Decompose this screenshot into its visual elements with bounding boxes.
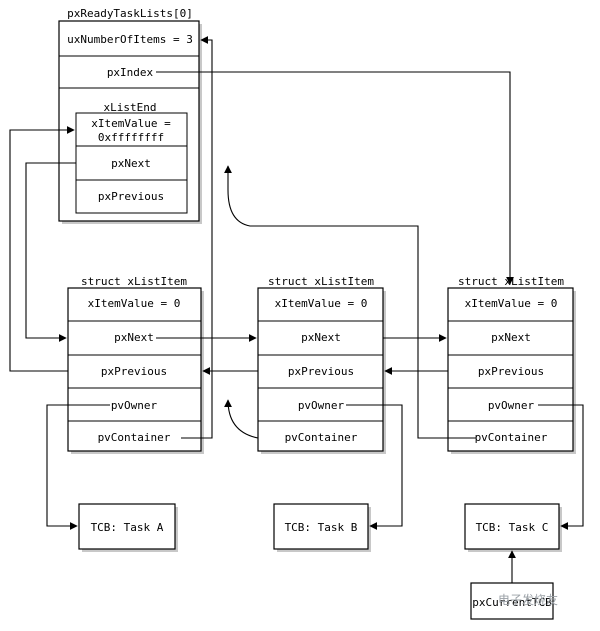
connectors (9, 36, 584, 583)
arrow-item-c-container-to-list (224, 165, 476, 439)
tcb-task-b: TCB: Task B (273, 503, 371, 552)
tcb-task-b-box (273, 503, 369, 550)
list-item-b-pv-owner: pvOwner (298, 399, 345, 412)
list-item-a-pv-owner: pvOwner (111, 399, 158, 412)
list-item-c-px-next: pxNext (491, 331, 531, 344)
list-end-px-previous: pxPrevious (98, 190, 164, 203)
arrow-item-c-owner-to-tcb-c (538, 404, 584, 530)
ready-list-number-of-items: uxNumberOfItems = 3 (67, 33, 193, 46)
tcb-task-a-label: TCB: Task A (91, 521, 164, 534)
list-item-a-item-value: xItemValue = 0 (88, 297, 181, 310)
arrow-item-b-container-to-list (224, 399, 259, 439)
list-end-item-value-line2: 0xffffffff (98, 131, 164, 144)
list-item-c-box (447, 287, 574, 452)
current-tcb: pxCurrentTCB (470, 582, 554, 620)
list-item-c-title: struct xListItem (458, 275, 564, 288)
arrow-pxindex-to-item-c (156, 71, 514, 285)
list-item-b-item-value: xItemValue = 0 (275, 297, 368, 310)
tcb-task-a-box (78, 503, 176, 550)
tcb-task-a: TCB: Task A (78, 503, 178, 552)
arrow-listend-next-to-item-a (25, 162, 76, 342)
watermark-text: 电子发烧友 (498, 592, 558, 607)
ready-task-list: pxReadyTaskLists[0] uxNumberOfItems = 3 … (58, 7, 202, 224)
list-item-c-pv-owner: pvOwner (488, 399, 535, 412)
tcb-task-b-label: TCB: Task B (285, 521, 358, 534)
tcb-task-c-box (464, 503, 560, 550)
list-end-title: xListEnd (104, 101, 157, 114)
list-item-c-px-previous: pxPrevious (478, 365, 544, 378)
ready-list-px-index: pxIndex (107, 66, 154, 79)
arrow-item-b-owner-to-tcb-b (346, 404, 403, 530)
arrow-item-a-previous-to-listend (9, 126, 75, 372)
arrow-item-a-owner-to-tcb-a (46, 404, 110, 530)
tcb-task-c: TCB: Task C (464, 503, 562, 552)
list-item-a-px-next: pxNext (114, 331, 154, 344)
list-end-item-value-line1: xItemValue = (91, 117, 171, 130)
list-item-b-box (257, 287, 384, 452)
list-item-c-pv-container: pvContainer (475, 431, 548, 444)
list-item-b-px-previous: pxPrevious (288, 365, 354, 378)
list-item-a-title: struct xListItem (81, 275, 187, 288)
list-item-b: struct xListItem xItemValue = 0 pxNext p… (257, 275, 386, 454)
list-item-b-title: struct xListItem (268, 275, 374, 288)
list-item-b-px-next: pxNext (301, 331, 341, 344)
list-item-c: struct xListItem xItemValue = 0 pxNext p… (447, 275, 576, 454)
current-tcb-label: pxCurrentTCB (472, 596, 552, 609)
arrow-item-a-container-to-list (181, 36, 213, 439)
list-item-b-pv-container: pvContainer (285, 431, 358, 444)
ready-list-box (58, 20, 200, 222)
list-item-a-px-previous: pxPrevious (101, 365, 167, 378)
list-item-a-box (67, 287, 202, 452)
list-item-a: struct xListItem xItemValue = 0 pxNext p… (67, 275, 204, 454)
list-item-c-item-value: xItemValue = 0 (465, 297, 558, 310)
tcb-task-c-label: TCB: Task C (476, 521, 549, 534)
list-item-a-pv-container: pvContainer (98, 431, 171, 444)
ready-list-title: pxReadyTaskLists[0] (67, 7, 193, 20)
list-end-px-next: pxNext (111, 157, 151, 170)
